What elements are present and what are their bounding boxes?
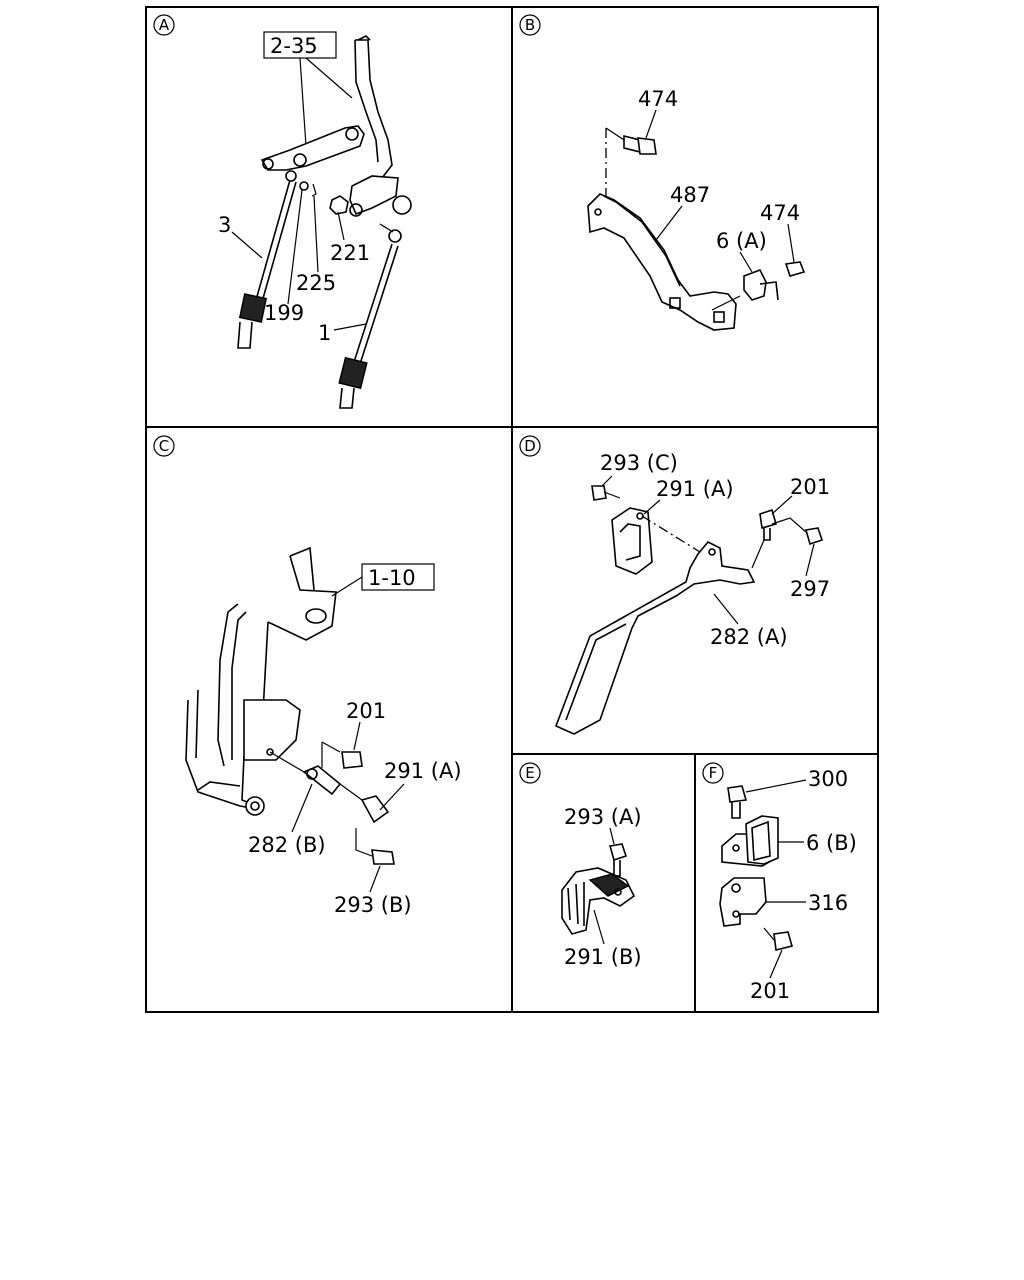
callout-300: 300 xyxy=(808,767,848,791)
clamp-291a xyxy=(360,795,390,824)
callout-291a-c: 291 (A) xyxy=(384,759,462,783)
callout-282a: 282 (A) xyxy=(710,625,788,649)
lever-bracket xyxy=(349,175,399,216)
clamp-291a-d xyxy=(611,507,653,575)
callout-6a: 6 (A) xyxy=(716,229,767,253)
panel-marker-d: D xyxy=(519,435,541,457)
cable-3 xyxy=(255,179,291,301)
callout-487: 487 xyxy=(670,183,710,207)
callout-293a: 293 (A) xyxy=(564,805,642,829)
bracket-487 xyxy=(587,193,737,331)
panel-e-drawing: 293 (A) 291 (B) xyxy=(561,805,642,969)
callout-225: 225 xyxy=(296,271,336,295)
bolt-293b xyxy=(371,849,395,865)
bolt-293a xyxy=(608,843,628,862)
frame-column xyxy=(289,546,315,591)
callout-474-top: 474 xyxy=(638,87,678,111)
callout-199: 199 xyxy=(264,301,304,325)
callout-6b: 6 (B) xyxy=(806,831,857,855)
callout-291b: 291 (B) xyxy=(564,945,642,969)
panel-letter-c: C xyxy=(159,437,169,455)
callout-1-10: 1-10 xyxy=(368,566,416,590)
callout-291a-d: 291 (A) xyxy=(656,477,734,501)
callout-316: 316 xyxy=(808,891,848,915)
callout-2-35: 2-35 xyxy=(270,34,318,58)
panel-letter-f: F xyxy=(709,764,718,782)
callout-293b: 293 (B) xyxy=(334,893,412,917)
cable-1 xyxy=(353,243,393,363)
grommet-6b xyxy=(745,815,779,865)
callout-474-right: 474 xyxy=(760,201,800,225)
panel-marker-f: F xyxy=(702,762,724,784)
bolt-300 xyxy=(727,785,748,803)
diagram-frame xyxy=(145,6,879,1013)
callout-201-c: 201 xyxy=(346,699,386,723)
bolt-293c xyxy=(591,485,607,501)
bracket-282a xyxy=(554,541,756,735)
callout-221: 221 xyxy=(330,241,370,265)
nut-297 xyxy=(804,527,824,546)
panel-letter-a: A xyxy=(159,16,170,34)
ball-joint xyxy=(392,195,412,215)
bolt-474-top xyxy=(637,137,657,155)
callout-293c: 293 (C) xyxy=(600,451,678,475)
panel-c-drawing: 1-10 201 291 (A) 282 (B) 293 (B) xyxy=(185,546,462,917)
panel-marker-e: E xyxy=(519,762,541,784)
bolt-201-f xyxy=(773,931,793,951)
callout-1: 1 xyxy=(318,321,331,345)
panel-letter-b: B xyxy=(525,16,535,34)
panel-d-drawing: 293 (C) 291 (A) 201 297 282 (A) xyxy=(554,451,830,735)
panel-b-drawing: 474 487 474 6 (A) xyxy=(587,87,806,331)
callout-282b: 282 (B) xyxy=(248,833,326,857)
callout-3: 3 xyxy=(218,213,231,237)
callout-201-d: 201 xyxy=(790,475,830,499)
shift-lever xyxy=(355,39,393,191)
panel-marker-b: B xyxy=(519,14,541,36)
panel-marker-a: A xyxy=(153,14,175,36)
panel-letter-e: E xyxy=(525,764,534,782)
clip-6a xyxy=(743,268,767,301)
selector-arm xyxy=(260,125,365,171)
panel-f-drawing: 300 6 (B) 316 201 xyxy=(719,767,857,1003)
callout-297: 297 xyxy=(790,577,830,601)
bolt-201 xyxy=(341,751,363,769)
callout-201-f: 201 xyxy=(750,979,790,1003)
mount-plate xyxy=(243,699,301,761)
panel-marker-c: C xyxy=(153,435,175,457)
bracket-316 xyxy=(719,877,767,927)
panel-letter-d: D xyxy=(524,437,536,455)
bolt-474-right xyxy=(784,261,806,277)
panel-a-drawing: 2-35 3 199 22 xyxy=(218,31,412,409)
